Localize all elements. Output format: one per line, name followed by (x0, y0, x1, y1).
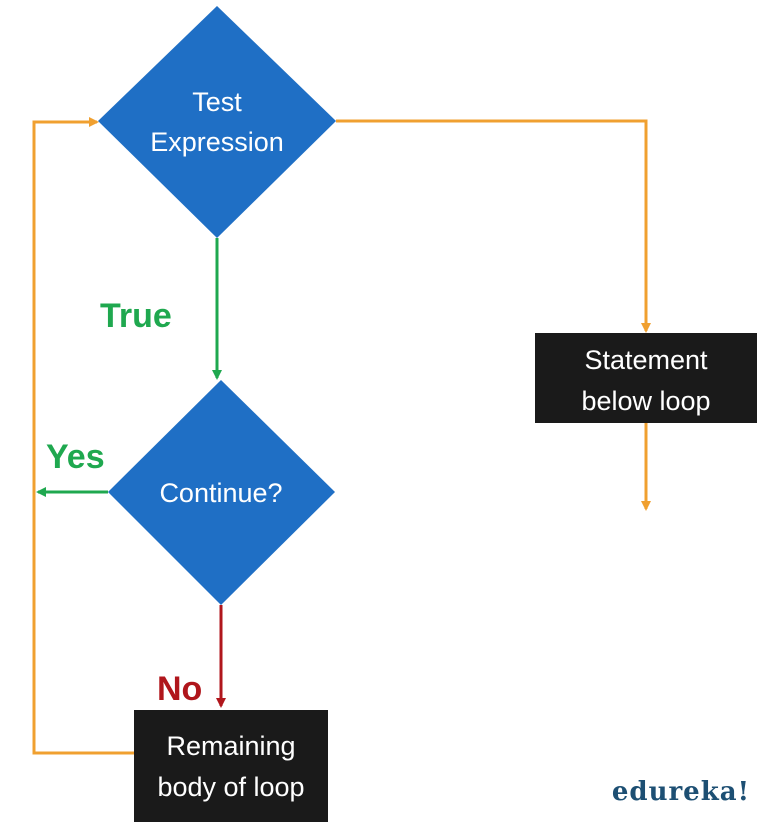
remaining-body-node: Remaining body of loop (134, 710, 328, 822)
test-expression-node: Test Expression (98, 6, 336, 238)
remaining-body-box (134, 710, 328, 822)
statement-below-loop-box (535, 333, 757, 423)
test-expression-line2: Expression (150, 127, 284, 157)
continue-node: Continue? (108, 380, 335, 605)
true-label: True (100, 297, 172, 335)
no-label: No (157, 670, 202, 708)
test-expression-diamond (98, 6, 336, 238)
remaining-body-line1: Remaining (166, 731, 295, 761)
remaining-body-line2: body of loop (157, 772, 304, 802)
false-edge (336, 119, 651, 333)
test-expression-line1: Test (192, 87, 242, 117)
continue-label: Continue? (159, 478, 282, 508)
statement-below-loop-line1: Statement (584, 345, 708, 375)
statement-below-loop-node: Statement below loop (535, 333, 757, 423)
continue-diamond (108, 380, 335, 605)
yes-label: Yes (46, 438, 105, 476)
loop-back-edge (32, 117, 134, 755)
statement-below-loop-line2: below loop (581, 386, 710, 416)
edureka-logo: edureka! (612, 777, 750, 807)
